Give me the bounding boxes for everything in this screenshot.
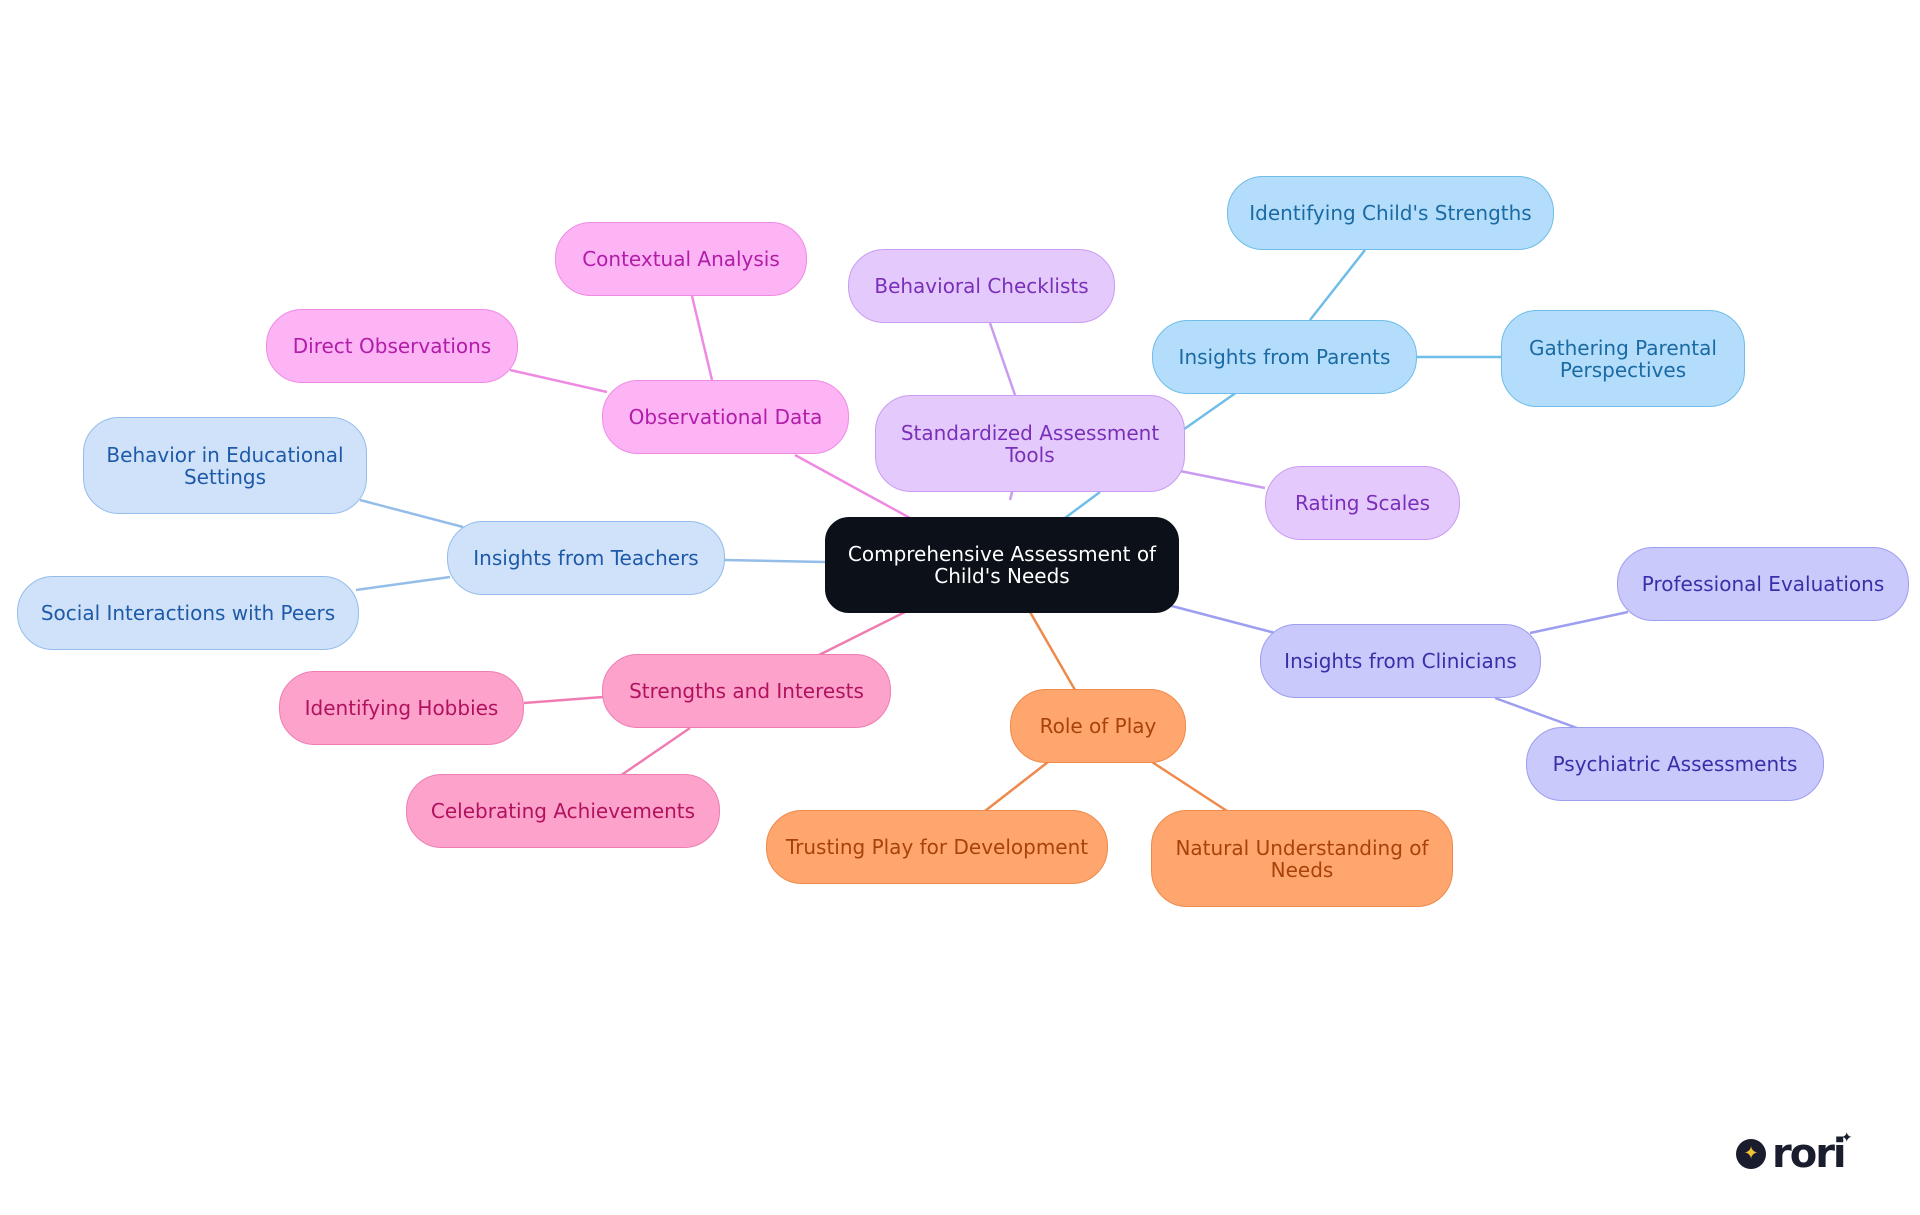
node-label: Rating Scales [1294,491,1431,515]
connector-root-play [1028,611,1077,691]
rori-logo: rori ✦ [1736,1130,1853,1177]
node-contextual-analysis[interactable]: Contextual Analysis [555,222,807,296]
node-natural-understanding-of-needs[interactable]: Natural Understanding of Needs [1151,810,1453,907]
node-professional-evaluations[interactable]: Professional Evaluations [1617,547,1909,621]
node-celebrating-achievements[interactable]: Celebrating Achievements [406,774,720,848]
node-psychiatric-assessments[interactable]: Psychiatric Assessments [1526,727,1824,801]
node-label: Identifying Hobbies [304,696,499,720]
connector-play-natural [1151,760,1228,813]
node-behavioral-checklists[interactable]: Behavioral Checklists [848,249,1115,323]
node-label: Standardized Assessment Tools [900,420,1160,467]
connector-teachers-behavior [359,498,464,529]
connector-teachers-social [355,575,451,592]
connector-observational-contextual [690,295,714,381]
connector-play-trusting [984,761,1049,812]
node-identifying-childs-strengths[interactable]: Identifying Child's Strengths [1227,176,1554,250]
node-label: Strengths and Interests [629,679,864,703]
connector-root-parents [1064,490,1101,520]
connector-root-clinicians [1167,603,1276,635]
node-strengths-and-interests[interactable]: Strengths and Interests [602,654,891,728]
connector-standardized-rating [1174,468,1266,490]
node-label: Contextual Analysis [582,247,780,271]
node-label: Behavioral Checklists [874,274,1089,298]
node-label: Social Interactions with Peers [40,601,336,625]
node-label: Behavior in Educational Settings [106,442,344,489]
connector-root-observational [794,453,911,520]
node-label: Celebrating Achievements [430,799,696,823]
node-social-interactions-with-peers[interactable]: Social Interactions with Peers [17,576,359,650]
connector-observational-direct [509,368,608,394]
root-node[interactable]: Comprehensive Assessment of Child's Need… [825,517,1179,613]
connector-parents-strengths [1309,249,1366,321]
logo-sparkle-icon: ✦ [1840,1130,1853,1146]
connector-clinicians-professional [1529,610,1629,635]
logo-star-icon [1736,1139,1766,1169]
node-direct-observations[interactable]: Direct Observations [266,309,518,383]
node-label: Insights from Clinicians [1284,649,1517,673]
node-observational-data[interactable]: Observational Data [602,380,849,454]
node-standardized-assessment-tools[interactable]: Standardized Assessment Tools [875,395,1185,492]
node-label: Role of Play [1039,714,1157,738]
node-label: Insights from Parents [1178,345,1391,369]
connector-strengths-hobbies [523,695,604,705]
node-role-of-play[interactable]: Role of Play [1010,689,1186,763]
node-label: Natural Understanding of Needs [1175,835,1429,882]
node-label: Identifying Child's Strengths [1249,201,1532,225]
node-label: Professional Evaluations [1641,572,1885,596]
node-rating-scales[interactable]: Rating Scales [1265,466,1460,540]
node-label: Trusting Play for Development [785,835,1089,859]
node-label: Gathering Parental Perspectives [1529,335,1717,382]
node-label: Observational Data [628,405,823,429]
connector-standardized-parents [1179,390,1238,434]
node-insights-from-teachers[interactable]: Insights from Teachers [447,521,725,595]
node-label: Insights from Teachers [473,546,699,570]
logo-wordmark: rori [1772,1131,1847,1177]
connector-standardized-checklists [988,322,1017,396]
node-insights-from-parents[interactable]: Insights from Parents [1152,320,1417,394]
node-gathering-parental-perspectives[interactable]: Gathering Parental Perspectives [1501,310,1745,407]
node-identifying-hobbies[interactable]: Identifying Hobbies [279,671,524,745]
connector-root-strengths [814,610,906,659]
node-trusting-play-for-development[interactable]: Trusting Play for Development [766,810,1108,884]
connector-clinicians-psychiatric [1494,696,1578,730]
connector-root-teachers [723,558,826,564]
node-behavior-in-educational-settings[interactable]: Behavior in Educational Settings [83,417,367,514]
root-label: Comprehensive Assessment of Child's Need… [847,542,1157,588]
node-label: Direct Observations [292,334,492,358]
node-insights-from-clinicians[interactable]: Insights from Clinicians [1260,624,1541,698]
connector-strengths-achievements [619,726,691,778]
node-label: Psychiatric Assessments [1552,752,1798,776]
